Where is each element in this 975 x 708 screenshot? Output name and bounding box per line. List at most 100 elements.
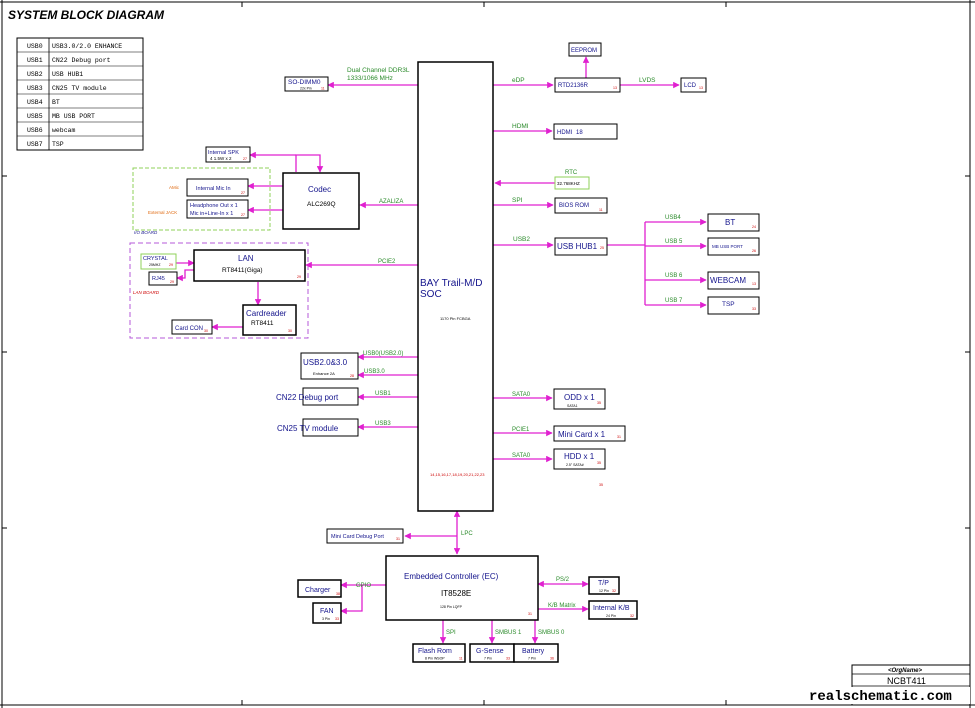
odd-block[interactable]: ODD x 1 SATA1 35	[553, 388, 606, 410]
lan-part: RT8411(Giga)	[222, 267, 263, 274]
battery-block[interactable]: Battery 7 Pin 36	[513, 643, 559, 663]
cardreader-block[interactable]: Cardreader RT8411 30	[242, 304, 297, 336]
touchpad-page: 32	[612, 589, 616, 593]
mini-card-block[interactable]: Mini Card x 1 31	[553, 425, 626, 442]
rj45-block[interactable]: RJ45 29	[148, 271, 178, 286]
headphone-label: Headphone Out x 1	[190, 203, 238, 209]
cardreader-part: RT8411	[251, 320, 274, 327]
cn22-debug-port-block[interactable]: CN22 Debug port	[276, 387, 359, 406]
tsp-label: TSP	[722, 301, 735, 308]
rtc-crystal: 32.768KHZ	[557, 181, 580, 186]
hdmi-page: 18	[576, 130, 583, 136]
usb30-port-label: USB2.0&3.0	[303, 358, 348, 367]
orphan-page-ref: 35	[599, 483, 603, 487]
soc-subtitle: SOC	[420, 289, 442, 300]
bt-block[interactable]: BT 24	[707, 213, 760, 232]
battery-page: 36	[550, 657, 554, 661]
kb-matrix-bus-label: K/B Matrix	[548, 603, 576, 609]
internal-speaker-page: 27	[243, 157, 247, 161]
usb2-bus-label: USB2	[513, 236, 530, 243]
eeprom-block[interactable]: EEPROM	[568, 42, 602, 57]
soc-package: 1170 Pin FCBGA	[440, 316, 471, 321]
gpio-bus-label: GPIO	[356, 583, 371, 589]
crystal-block[interactable]: CRYSTAL 25MHZ 29	[140, 253, 177, 270]
spi-bus-label: SPI	[512, 197, 523, 204]
hub-port-bus-label: USB 5	[665, 239, 683, 245]
mic-line-in-label: Mic in+Line-In x 1	[190, 211, 233, 217]
webcam-block[interactable]: WEBCAM 13	[707, 271, 760, 290]
cn22-debug-port-label: CN22 Debug port	[276, 393, 339, 402]
ec-title: Embedded Controller (EC)	[404, 572, 499, 581]
bios-rom-block[interactable]: BIOS ROM 11	[554, 197, 608, 214]
internal-speaker-block[interactable]: Internal SPK 4 1.5W x 2 27	[205, 146, 251, 163]
charger-label: Charger	[305, 587, 331, 594]
lan-title: LAN	[238, 254, 254, 263]
hub-port-bus-label: USB4	[665, 215, 681, 221]
keyboard-block[interactable]: Internal K/B 24 Pin 32	[588, 600, 638, 620]
bt-label: BT	[725, 218, 735, 227]
crystal-page: 29	[169, 263, 173, 267]
hdd-block[interactable]: HDD x 1 2.5" SATA# 35	[553, 448, 606, 470]
watermark-backdrop	[808, 687, 970, 704]
usb-hub-block[interactable]: USB HUB1 25	[554, 237, 608, 256]
fan-pins: 3 Pin	[322, 617, 330, 621]
usb-table-desc: USB HUB1	[52, 71, 83, 78]
hdd-page: 35	[597, 461, 601, 465]
embedded-controller-block[interactable]: Embedded Controller (EC) IT8528E 128 Pin…	[385, 555, 539, 621]
sodimm-label: SO-DIMM0	[288, 79, 321, 86]
flash-rom-block[interactable]: Flash Rom 8 Pin WSOP 11	[412, 643, 466, 663]
soc-block[interactable]: BAY Trail-M/D SOC 1170 Pin FCBGA 14,15,1…	[417, 61, 494, 512]
headphone-block[interactable]: Headphone Out x 1 Mic in+Line-In x 1 27	[186, 199, 249, 219]
rj45-page: 29	[170, 280, 174, 284]
rtd-page: 13	[613, 86, 617, 90]
hdd-interface: 2.5" SATA#	[566, 463, 584, 467]
org-name: <OrgName>	[888, 668, 923, 674]
touchpad-block[interactable]: T/P 12 Pin 32	[588, 576, 620, 595]
crystal-freq: 25MHZ	[149, 263, 161, 267]
headphone-page: 27	[241, 213, 245, 217]
card-con-block[interactable]: Card CON 30	[171, 319, 213, 335]
smbus0-bus-label: SMBUS 0	[538, 630, 565, 636]
webcam-label: WEBCAM	[710, 276, 746, 285]
usb-table-desc: webcam	[52, 127, 76, 134]
io-board-label: I/O BOARD	[134, 230, 158, 235]
g-sense-block[interactable]: G-Sense 7 Pin 33	[469, 643, 515, 663]
keyboard-pins: 24 Pin	[606, 614, 616, 618]
usb-table-port: USB2	[27, 71, 43, 78]
usb-table-port: USB4	[27, 99, 43, 106]
rtc-block[interactable]: RTC 32.768KHZ	[554, 170, 590, 190]
charger-block[interactable]: Charger 38	[297, 579, 342, 598]
card-con-page: 30	[204, 329, 208, 333]
usb-table-port: USB0	[27, 43, 43, 50]
flash-rom-label: Flash Rom	[418, 648, 452, 655]
watermark: realschematic.com	[809, 689, 952, 705]
sodimm-block[interactable]: SO-DIMM0 22x Pin 11	[284, 76, 329, 92]
lan-board-outline	[129, 242, 309, 339]
usb30-port-block[interactable]: USB2.0&3.0 Enhance 2A 28	[300, 352, 359, 380]
ddr-bus-label: Dual Channel DDR3L	[347, 67, 410, 74]
fan-block[interactable]: FAN 3 Pin 33	[312, 602, 342, 624]
card-con-label: Card CON	[175, 326, 203, 332]
codec-block[interactable]: Codec ALC269Q	[282, 172, 360, 230]
cn25-tv-module-block[interactable]: CN25 TV module	[277, 418, 359, 437]
usb-hub-page: 25	[600, 246, 604, 250]
amic-tag: AMic	[169, 185, 180, 190]
ec-package: 128 Pin LQFP	[440, 605, 463, 609]
rtd-block[interactable]: RTD2136R 13	[554, 77, 621, 93]
usb-table-desc: CN22 Debug port	[52, 57, 111, 64]
lcd-block[interactable]: LCD 13	[680, 77, 707, 93]
tsp-block[interactable]: TSP 33	[707, 296, 760, 315]
mb-usb-port-block[interactable]: MB USB PORT 26	[707, 237, 760, 256]
internal-speaker-spec: 4 1.5W x 2	[210, 156, 232, 161]
internal-mic-block[interactable]: Internal Mic In 27	[186, 178, 249, 197]
mini-card-debug-port-block[interactable]: Mini Card Debug Port 31	[326, 528, 404, 544]
internal-mic-page: 27	[241, 191, 245, 195]
hdmi-block[interactable]: HDMI 18	[553, 123, 618, 140]
g-sense-page: 33	[506, 657, 510, 661]
sata0-bus-label: SATA0	[512, 392, 531, 398]
lan-block[interactable]: LAN RT8411(Giga) 29	[193, 249, 306, 282]
odd-page: 35	[597, 401, 601, 405]
usb30-port-page: 28	[350, 374, 354, 378]
